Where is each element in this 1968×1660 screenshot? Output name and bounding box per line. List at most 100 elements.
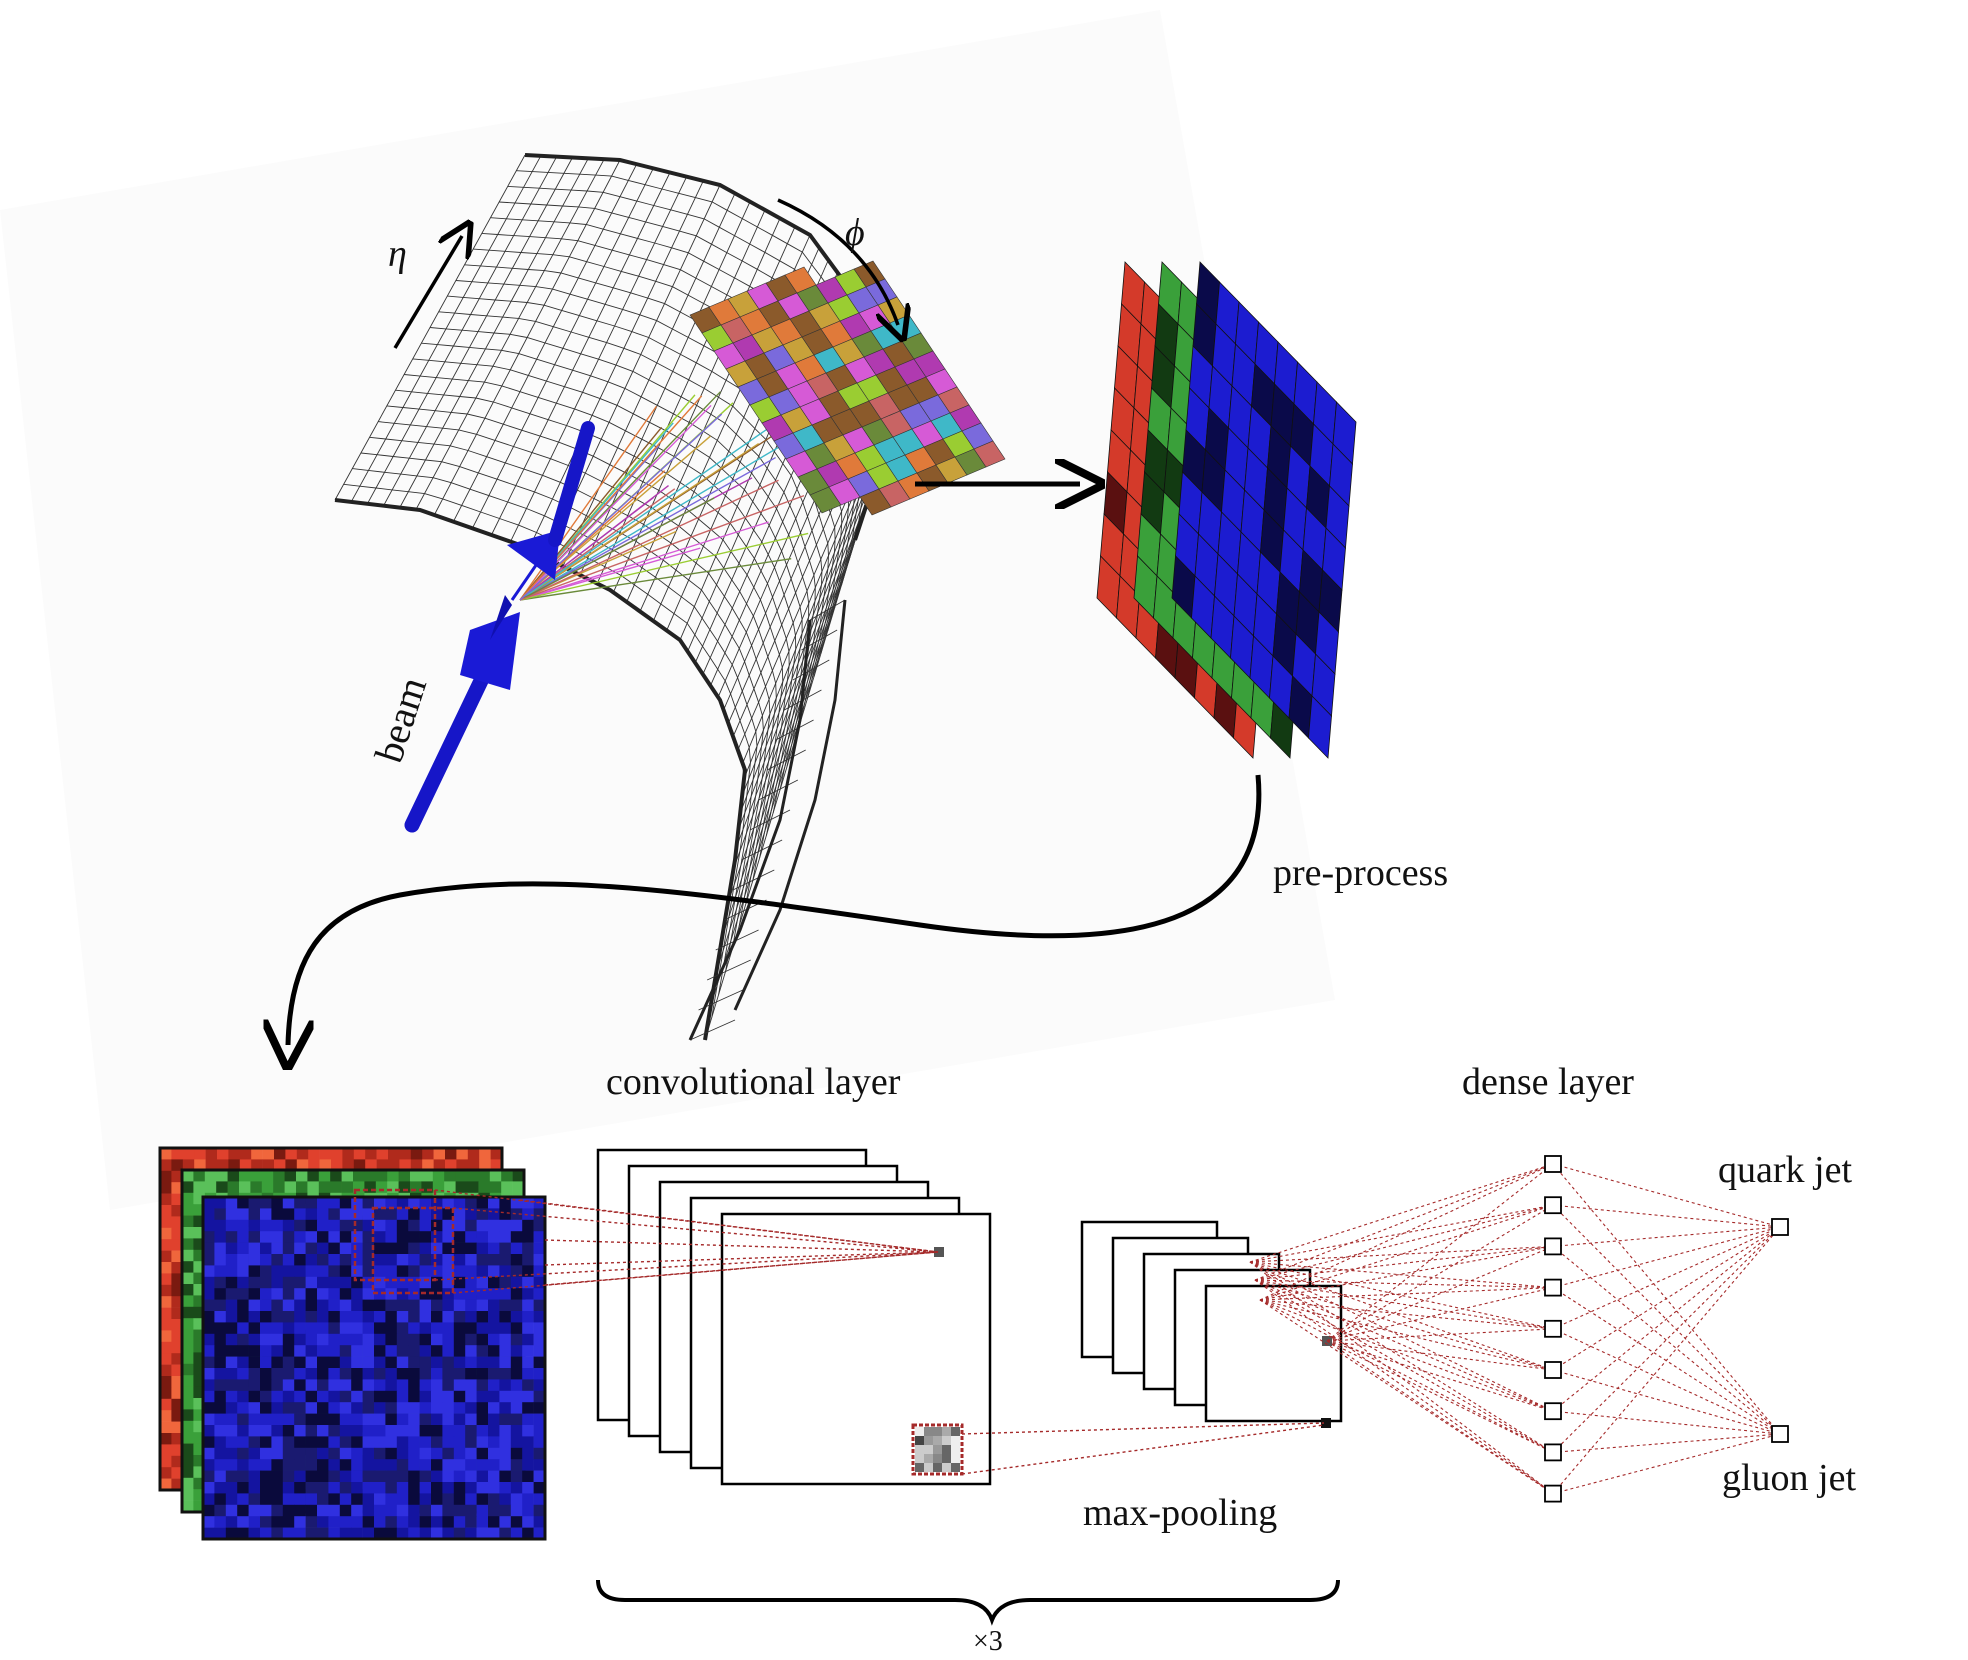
input-pixel bbox=[260, 1402, 272, 1414]
input-pixel bbox=[465, 1322, 477, 1335]
input-pixel bbox=[305, 1390, 318, 1403]
input-pixel bbox=[362, 1265, 375, 1278]
input-pixel bbox=[476, 1322, 489, 1335]
input-pixel bbox=[453, 1516, 466, 1528]
input-pixel bbox=[339, 1527, 352, 1540]
input-pixel bbox=[328, 1436, 341, 1449]
input-pixel bbox=[193, 1466, 206, 1479]
input-pixel bbox=[396, 1288, 409, 1300]
input-pixel bbox=[453, 1493, 466, 1506]
input-pixel bbox=[330, 1170, 342, 1182]
input-pixel bbox=[522, 1527, 534, 1540]
input-pixel bbox=[271, 1527, 284, 1540]
input-pixel bbox=[499, 1493, 512, 1506]
input-pixel bbox=[533, 1254, 546, 1266]
input-pixel bbox=[408, 1527, 420, 1540]
input-pixel bbox=[182, 1295, 194, 1308]
input-pixel bbox=[239, 1170, 251, 1182]
input-pixel bbox=[419, 1299, 432, 1312]
input-pixel bbox=[171, 1478, 184, 1491]
input-pixel bbox=[351, 1402, 363, 1414]
input-pixel bbox=[362, 1299, 375, 1312]
input-pixel bbox=[362, 1470, 375, 1483]
input-pixel bbox=[419, 1333, 432, 1346]
input-pixel bbox=[419, 1493, 432, 1506]
input-pixel bbox=[282, 1288, 295, 1300]
conv-output-pixel bbox=[934, 1247, 944, 1257]
input-pixel bbox=[203, 1265, 215, 1278]
input-pixel bbox=[182, 1249, 194, 1262]
kernel-pixel bbox=[942, 1445, 951, 1454]
input-pixel bbox=[351, 1413, 363, 1426]
input-pixel bbox=[374, 1231, 386, 1243]
input-pixel bbox=[317, 1219, 329, 1232]
input-pixel bbox=[284, 1170, 297, 1182]
input-pixel bbox=[339, 1482, 352, 1494]
input-pixel bbox=[260, 1493, 272, 1506]
input-pixel bbox=[282, 1379, 295, 1392]
input-pixel bbox=[453, 1413, 466, 1426]
input-pixel bbox=[214, 1356, 227, 1369]
input-pixel bbox=[193, 1477, 206, 1490]
input-pixel bbox=[160, 1273, 172, 1286]
input-pixel bbox=[374, 1447, 386, 1460]
input-pixel bbox=[385, 1208, 398, 1221]
input-pixel bbox=[419, 1265, 432, 1278]
input-pixel bbox=[396, 1516, 409, 1528]
particle-ray bbox=[519, 497, 715, 601]
input-pixel bbox=[396, 1345, 409, 1357]
mesh-line bbox=[741, 839, 783, 861]
input-pixel bbox=[339, 1254, 352, 1266]
input-pixel bbox=[499, 1356, 512, 1369]
input-pixel bbox=[237, 1368, 249, 1380]
input-pixel bbox=[225, 1516, 238, 1528]
input-pixel bbox=[294, 1322, 306, 1335]
input-pixel bbox=[374, 1299, 386, 1312]
input-pixel bbox=[442, 1208, 455, 1221]
input-pixel bbox=[271, 1345, 284, 1357]
jet-image-pixel bbox=[1308, 695, 1332, 759]
input-pixel bbox=[260, 1470, 272, 1483]
input-pixel bbox=[237, 1379, 249, 1392]
input-pixel bbox=[328, 1356, 341, 1369]
input-pixel bbox=[160, 1387, 172, 1400]
input-pixel bbox=[160, 1398, 172, 1411]
input-pixel bbox=[214, 1447, 227, 1460]
input-pixel bbox=[237, 1333, 249, 1346]
input-pixel bbox=[499, 1447, 512, 1460]
input-pixel bbox=[351, 1333, 363, 1346]
input-pixel bbox=[499, 1436, 512, 1449]
input-pixel bbox=[374, 1254, 386, 1266]
input-pixel bbox=[237, 1527, 249, 1540]
input-pixel bbox=[488, 1197, 500, 1209]
input-pixel bbox=[465, 1482, 477, 1494]
input-pixel bbox=[442, 1459, 455, 1471]
pool-feature-map bbox=[1204, 1284, 1343, 1423]
input-pixel bbox=[260, 1447, 272, 1460]
pool-dense-connection bbox=[1254, 1163, 1554, 1281]
input-pixel bbox=[296, 1159, 309, 1172]
kernel-pixel bbox=[951, 1454, 960, 1463]
input-pixel bbox=[453, 1345, 466, 1357]
input-pixel bbox=[374, 1197, 386, 1209]
input-pixel bbox=[339, 1516, 352, 1528]
input-pixel bbox=[260, 1413, 272, 1426]
input-pixel bbox=[171, 1330, 184, 1343]
input-pixel bbox=[385, 1470, 398, 1483]
input-pixel bbox=[160, 1205, 172, 1217]
input-pixel bbox=[225, 1276, 238, 1289]
input-pixel bbox=[260, 1459, 272, 1471]
particle-ray bbox=[519, 479, 779, 601]
input-pixel bbox=[214, 1436, 227, 1449]
input-pixel bbox=[522, 1482, 534, 1494]
input-pixel bbox=[396, 1470, 409, 1483]
input-pixel bbox=[160, 1421, 172, 1434]
input-pixel bbox=[282, 1254, 295, 1266]
input-pixel bbox=[396, 1379, 409, 1392]
input-pixel bbox=[351, 1470, 363, 1483]
input-pixel bbox=[374, 1402, 386, 1414]
input-pixel bbox=[396, 1413, 409, 1426]
input-pixel bbox=[453, 1379, 466, 1392]
input-pixel bbox=[353, 1159, 366, 1172]
input-pixel bbox=[510, 1265, 523, 1278]
